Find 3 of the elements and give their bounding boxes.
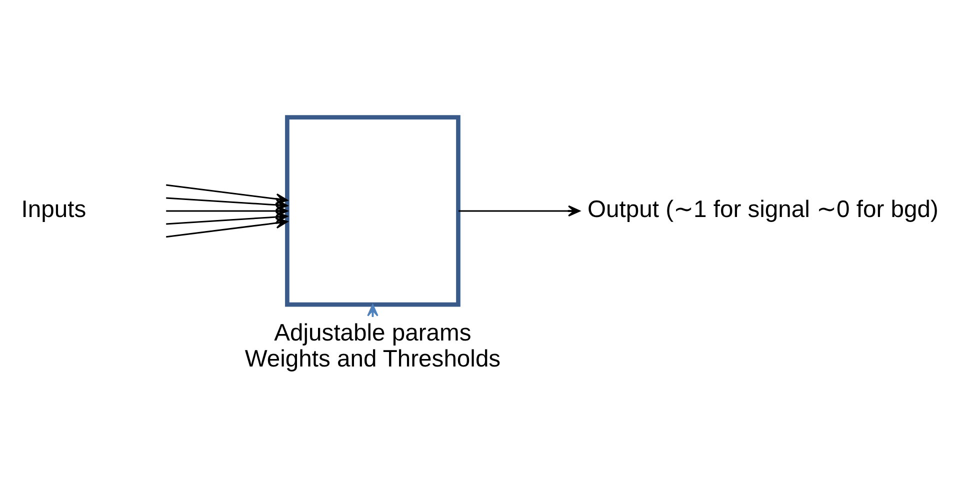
node-text: Output (∼1 for signal ∼0 for bgd) bbox=[588, 196, 938, 224]
node-text: Adjustable params Weights and Thresholds bbox=[244, 319, 501, 372]
label: Inputs bbox=[21, 196, 86, 224]
